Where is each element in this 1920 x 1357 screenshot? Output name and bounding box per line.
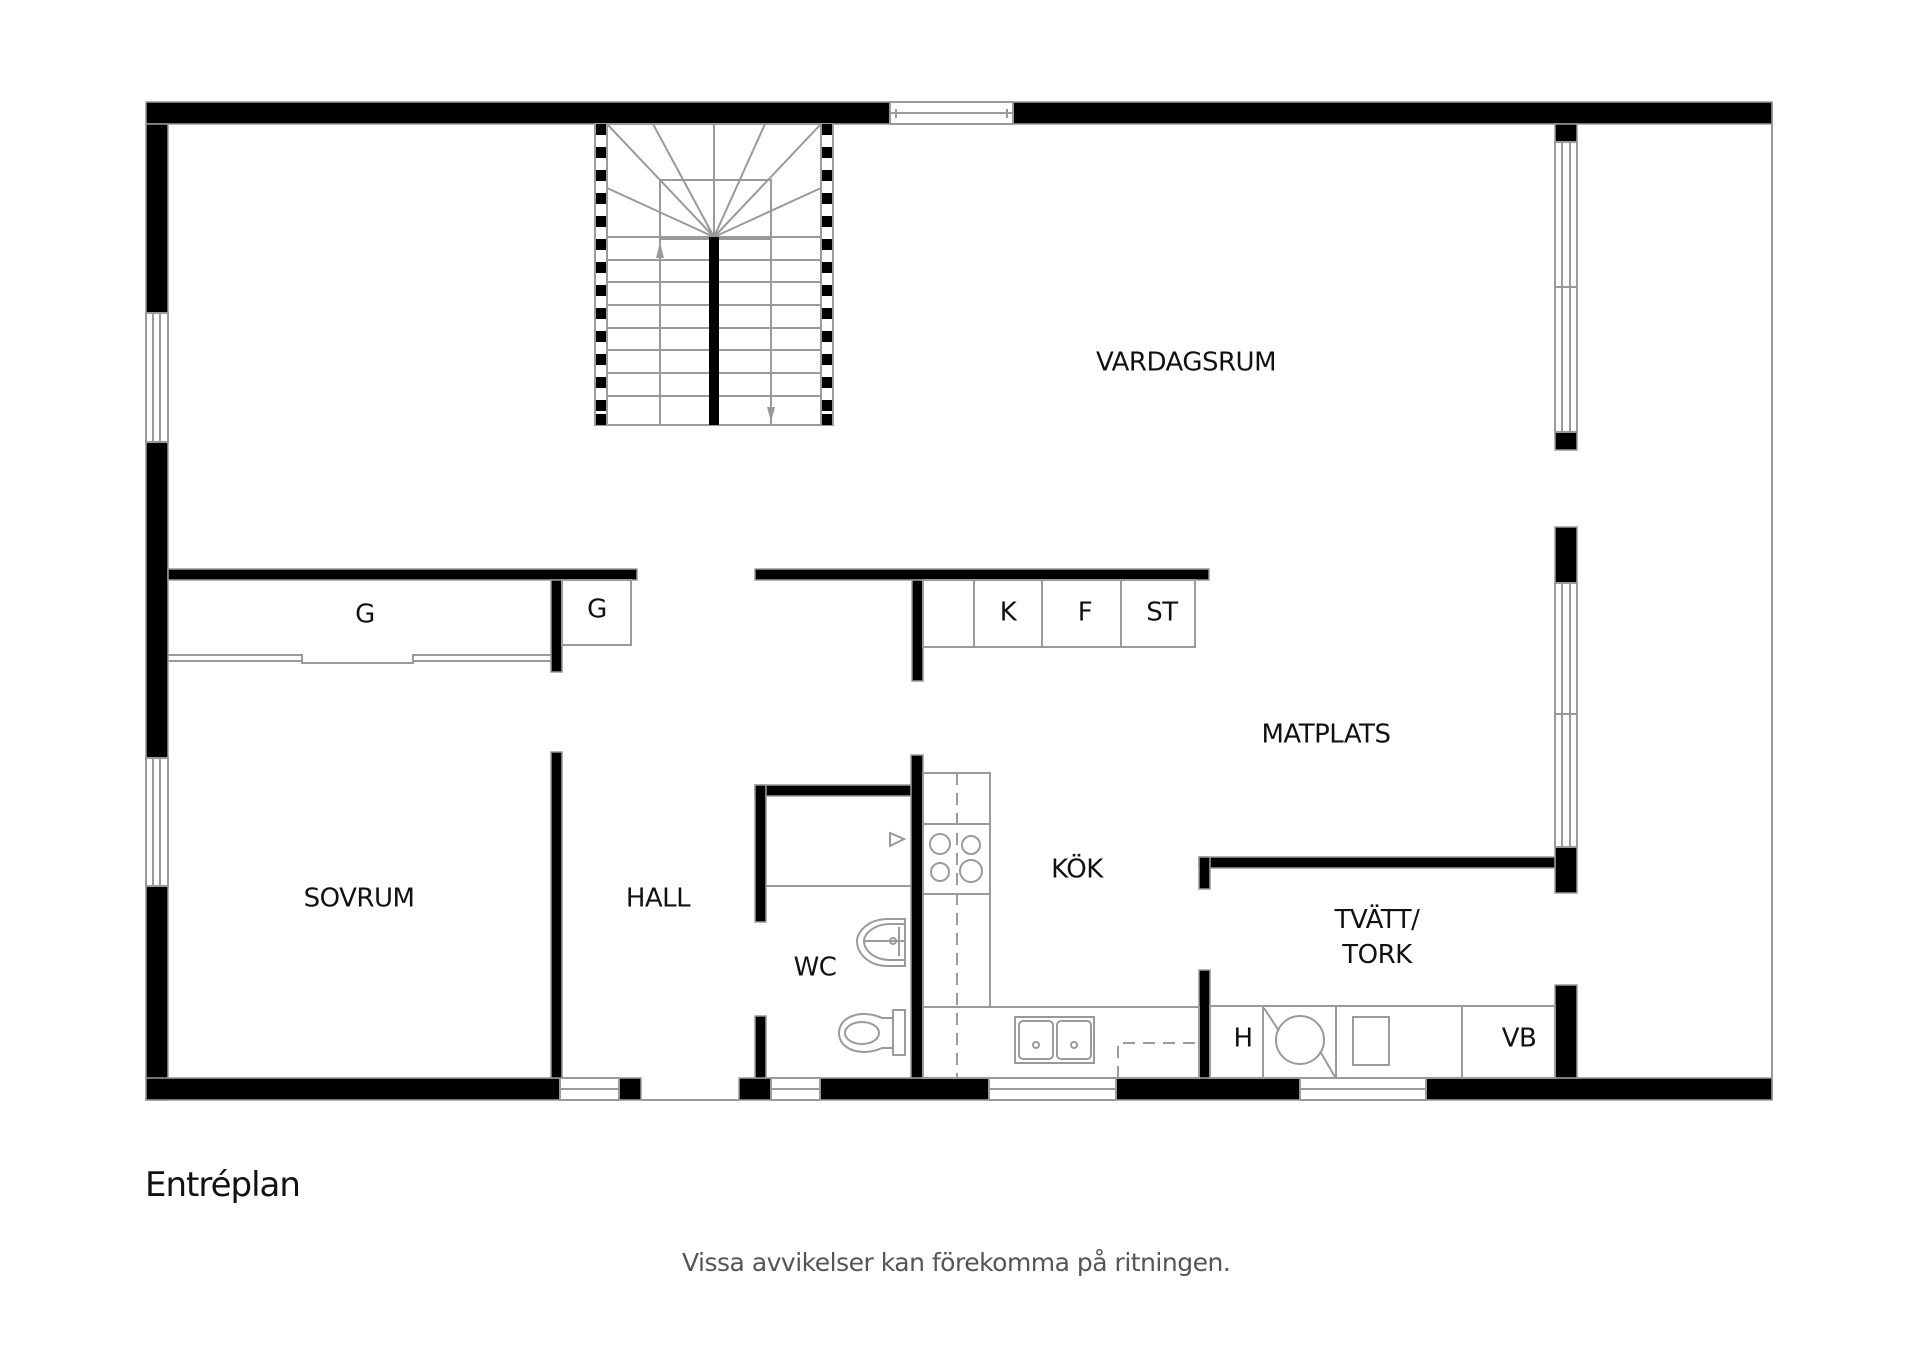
fixture-label-garderob-large: G <box>355 599 375 630</box>
window-left-upper <box>145 312 169 443</box>
room-label-sovrum: SOVRUM <box>303 883 415 914</box>
fixture-label-frys: F <box>1077 597 1093 628</box>
fixture-label-garderob-small: G <box>587 594 607 625</box>
fixture-label-vb: VB <box>1501 1023 1537 1054</box>
washbasin-icon <box>855 918 906 967</box>
window-right-lower <box>1554 582 1578 848</box>
room-label-tvatt-line1: TVÄTT/ <box>1334 904 1420 935</box>
window-top <box>889 101 1014 125</box>
windows <box>145 101 1578 1101</box>
window-bottom-wc <box>770 1077 821 1101</box>
room-label-tvatt-tork: TVÄTT/ TORK <box>1335 903 1420 973</box>
room-label-kok: KÖK <box>1051 854 1103 885</box>
sink-icon <box>1014 1016 1095 1064</box>
interior-walls <box>167 568 1556 1079</box>
washing-machine-icon <box>1263 1007 1336 1078</box>
fixture-label-hurts: H <box>1233 1023 1253 1054</box>
room-label-vardagsrum: VARDAGSRUM <box>1095 347 1277 378</box>
staircase <box>594 123 834 426</box>
laundry-fixtures <box>1209 1005 1556 1079</box>
toilet-icon <box>837 1009 906 1056</box>
room-label-matplats: MATPLATS <box>1261 719 1392 750</box>
wc-fixtures <box>766 831 911 1056</box>
fixture-label-stad: ST <box>1146 597 1178 628</box>
dryer-icon <box>1352 1016 1390 1066</box>
stove-icon <box>929 833 983 883</box>
room-label-hall: HALL <box>625 883 691 914</box>
plan-title: Entréplan <box>145 1165 301 1205</box>
exterior-walls <box>145 101 1773 1101</box>
fixture-label-kyl: K <box>999 597 1017 628</box>
window-bottom-laundry <box>1299 1077 1427 1101</box>
kitchen-fixtures <box>922 772 1200 1079</box>
window-bottom-kitchen <box>988 1077 1117 1101</box>
window-right-upper <box>1554 141 1578 433</box>
vent-triangle-icon <box>889 831 907 848</box>
window-left-lower <box>145 757 169 887</box>
window-bottom-hall <box>559 1077 620 1101</box>
room-label-wc: WC <box>793 952 837 983</box>
closets <box>168 579 1196 664</box>
arrow-down-icon <box>767 407 775 422</box>
room-label-tvatt-line2: TORK <box>1342 940 1412 970</box>
disclaimer-text: Vissa avvikelser kan förekomma på ritnin… <box>682 1248 1231 1277</box>
arrow-up-icon <box>656 242 664 258</box>
